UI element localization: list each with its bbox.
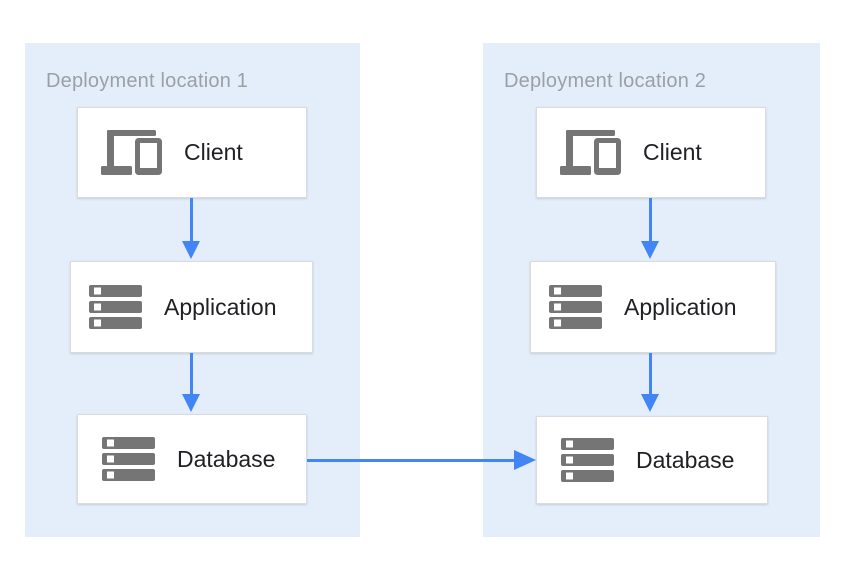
node-label: Database xyxy=(636,446,735,473)
arrow-head-down-icon xyxy=(641,394,659,412)
arrow-line xyxy=(307,459,516,462)
arrow-head-down-icon xyxy=(641,241,659,259)
deployment-location-1-title: Deployment location 1 xyxy=(46,70,249,92)
node-client-2: Client xyxy=(536,107,766,198)
arrow-line xyxy=(190,353,193,395)
arrow-line xyxy=(190,198,193,242)
node-label: Application xyxy=(624,293,737,320)
devices-icon xyxy=(560,130,621,175)
node-database-1: Database xyxy=(77,414,307,504)
devices-icon xyxy=(101,130,162,175)
node-database-2: Database xyxy=(536,416,768,504)
arrow-client1-to-application1 xyxy=(182,198,201,259)
node-label: Client xyxy=(643,139,702,165)
arrow-head-right-icon xyxy=(514,450,536,470)
arrow-head-down-icon xyxy=(182,394,200,412)
storage-icon xyxy=(549,285,602,329)
node-client-1: Client xyxy=(77,107,307,198)
arrow-application1-to-database1 xyxy=(182,353,201,412)
node-application-2: Application xyxy=(530,261,776,353)
node-label: Application xyxy=(164,293,277,320)
arrow-line xyxy=(649,198,652,242)
arrow-head-down-icon xyxy=(182,241,200,259)
deployment-location-2-title: Deployment location 2 xyxy=(504,70,707,92)
node-label: Client xyxy=(184,139,243,165)
storage-icon xyxy=(89,285,142,329)
node-application-1: Application xyxy=(70,261,313,353)
arrow-client2-to-application2 xyxy=(641,198,660,259)
arrow-application2-to-database2 xyxy=(641,353,660,412)
storage-icon xyxy=(102,437,155,481)
storage-icon xyxy=(561,438,614,482)
arrow-database1-to-database2 xyxy=(307,450,536,471)
arrow-line xyxy=(649,353,652,395)
node-label: Database xyxy=(177,445,276,472)
